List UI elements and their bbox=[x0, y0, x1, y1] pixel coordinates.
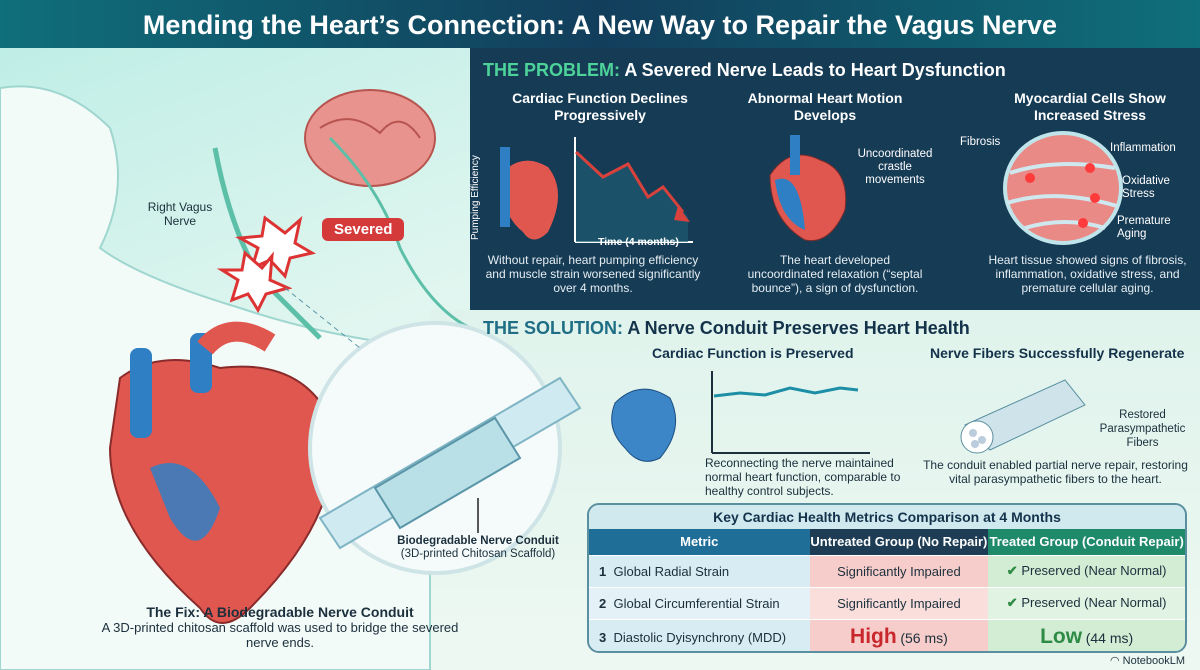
problem-panel-1-caption: Without repair, heart pumping efficiency… bbox=[485, 253, 701, 295]
motion-annotation: Uncoordinated crastle movements bbox=[857, 148, 933, 186]
conduit-magnifier bbox=[308, 321, 582, 575]
metric-name: Global Radial Strain bbox=[613, 563, 730, 579]
untreated-cell: Significantly Impaired bbox=[809, 554, 989, 587]
fix-title: The Fix: A Biodegradable Nerve Conduit bbox=[146, 604, 414, 620]
metric-name: Diastolic Dyisynchrony (MDD) bbox=[613, 629, 787, 645]
untreated-value: (56 ms) bbox=[900, 630, 948, 647]
severed-burst-icon bbox=[216, 215, 317, 314]
heart-illustration bbox=[108, 321, 335, 624]
header-treated: Treated Group (Conduit Repair) bbox=[988, 529, 1185, 555]
fibers-annotation: Restored Parasympathetic Fibers bbox=[1099, 409, 1186, 449]
label-oxidative-stress: Oxidative Stress bbox=[1122, 175, 1170, 200]
decline-chart bbox=[500, 137, 693, 243]
header-metric: Metric bbox=[589, 529, 810, 555]
myocardial-cells-icon bbox=[1003, 131, 1123, 245]
solution-text: A Nerve Conduit Preserves Heart Health bbox=[623, 318, 970, 338]
label-premature-aging: Premature Aging bbox=[1117, 215, 1171, 240]
conduit-subtitle: (3D-printed Chitosan Scaffold) bbox=[400, 548, 556, 560]
preserved-chart bbox=[611, 371, 870, 462]
footer-text: NotebookLM bbox=[1122, 655, 1186, 667]
treated-cell: ✔ Preserved (Near Normal) bbox=[988, 586, 1185, 619]
severed-badge: Severed bbox=[322, 218, 405, 241]
checkmark-icon: ✔ bbox=[1006, 595, 1018, 610]
table-header-row: Metric Untreated Group (No Repair) Treat… bbox=[589, 529, 1185, 555]
metric-cell: 1 Global Radial Strain bbox=[589, 554, 810, 587]
y-axis-label: Pumping Efficiency bbox=[470, 155, 481, 240]
table-row: 1 Global Radial Strain Significantly Imp… bbox=[589, 554, 1185, 587]
untreated-level: High bbox=[850, 625, 897, 649]
header-untreated: Untreated Group (No Repair) bbox=[809, 529, 989, 555]
heart-icon bbox=[611, 388, 677, 462]
table-row: 2 Global Circumferential Strain Signific… bbox=[589, 586, 1185, 619]
row-number: 2 bbox=[599, 595, 607, 611]
untreated-cell: Significantly Impaired bbox=[809, 586, 989, 619]
problem-panel-1-title: Cardiac Function Declines Progressively bbox=[512, 90, 688, 123]
x-axis-label: Time (4 months) bbox=[598, 236, 679, 248]
treated-cell: ✔ Preserved (Near Normal) bbox=[988, 554, 1185, 587]
conduit-title: Biodegradable Nerve Conduit bbox=[397, 535, 559, 547]
problem-heading: THE PROBLEM: A Severed Nerve Leads to He… bbox=[483, 60, 1006, 81]
notebooklm-icon: ◠ bbox=[1110, 655, 1120, 667]
treated-cell: Low (44 ms) bbox=[988, 618, 1185, 651]
metrics-table: Key Cardiac Health Metrics Comparison at… bbox=[587, 503, 1187, 653]
solution-key: THE SOLUTION: bbox=[483, 318, 623, 338]
page-title: Mending the Heart’s Connection: A New Wa… bbox=[0, 0, 1200, 48]
row-number: 1 bbox=[599, 563, 607, 579]
treated-value: Preserved (Near Normal) bbox=[1021, 595, 1167, 610]
solution-panel-2-caption: The conduit enabled partial nerve repair… bbox=[923, 458, 1188, 486]
problem-panel-3-caption: Heart tissue showed signs of fibrosis, i… bbox=[988, 253, 1187, 295]
problem-key: THE PROBLEM: bbox=[483, 60, 620, 80]
untreated-cell: High (56 ms) bbox=[809, 618, 989, 651]
decline-line bbox=[574, 150, 685, 213]
problem-panel-3-title: Myocardial Cells Show Increased Stress bbox=[1014, 90, 1166, 123]
label-inflammation: Inflammation bbox=[1110, 142, 1176, 154]
checkmark-icon: ✔ bbox=[1006, 563, 1018, 578]
notebooklm-logo: ◠ NotebookLM bbox=[1110, 654, 1185, 667]
metric-cell: 3 Diastolic Dyisynchrony (MDD) bbox=[589, 618, 810, 651]
row-number: 3 bbox=[599, 629, 607, 645]
problem-panel-2-caption: The heart developed uncoordinated relaxa… bbox=[747, 253, 923, 295]
treated-value: (44 ms) bbox=[1085, 630, 1134, 647]
arrow-head bbox=[674, 206, 690, 222]
solution-panel-2-title: Nerve Fibers Successfully Regenerate bbox=[930, 345, 1185, 361]
fix-text: A 3D-printed chitosan scaffold was used … bbox=[101, 620, 459, 650]
anatomy-illustration bbox=[0, 85, 582, 670]
nerve-fibers-icon bbox=[960, 379, 1086, 454]
table-row: 3 Diastolic Dyisynchrony (MDD) High (56 … bbox=[589, 618, 1185, 651]
stable-line bbox=[713, 386, 859, 398]
treated-value: Preserved (Near Normal) bbox=[1021, 563, 1167, 578]
treated-level: Low bbox=[1040, 625, 1083, 649]
problem-text: A Severed Nerve Leads to Heart Dysfuncti… bbox=[620, 60, 1006, 80]
heart-icon bbox=[500, 147, 558, 240]
solution-panel-1-title: Cardiac Function is Preserved bbox=[652, 345, 854, 361]
table-title: Key Cardiac Health Metrics Comparison at… bbox=[589, 505, 1185, 529]
brain-icon bbox=[304, 89, 436, 187]
fix-block: The Fix: A Biodegradable Nerve Conduit A… bbox=[100, 604, 460, 650]
solution-heading: THE SOLUTION: A Nerve Conduit Preserves … bbox=[483, 318, 970, 339]
solution-panel-1-caption: Reconnecting the nerve maintained normal… bbox=[705, 456, 901, 498]
heart-motion-icon bbox=[769, 135, 847, 242]
metric-cell: 2 Global Circumferential Strain bbox=[589, 586, 810, 619]
conduit-label: Biodegradable Nerve Conduit (3D-printed … bbox=[378, 535, 578, 561]
nerve-label: Right Vagus Nerve bbox=[147, 200, 213, 228]
label-fibrosis: Fibrosis bbox=[960, 136, 1001, 148]
problem-panel-2-title: Abnormal Heart Motion Develops bbox=[747, 90, 903, 123]
metric-name: Global Circumferential Strain bbox=[613, 595, 780, 611]
